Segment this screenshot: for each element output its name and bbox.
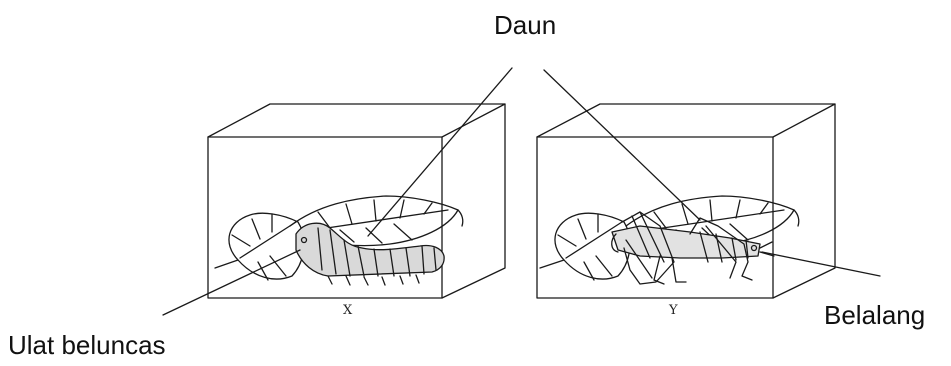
pointer-line-grasshopper [762, 252, 880, 276]
caption-box-x: X [343, 303, 352, 318]
label-caterpillar: Ulat beluncas [8, 330, 166, 361]
label-leaf: Daun [494, 10, 556, 41]
caption-box-y: Y [669, 303, 678, 318]
grasshopper [612, 212, 774, 284]
label-grasshopper: Belalang [824, 300, 925, 331]
pointer-line-leaf-y [544, 70, 700, 220]
pointer-line-caterpillar [163, 250, 300, 315]
